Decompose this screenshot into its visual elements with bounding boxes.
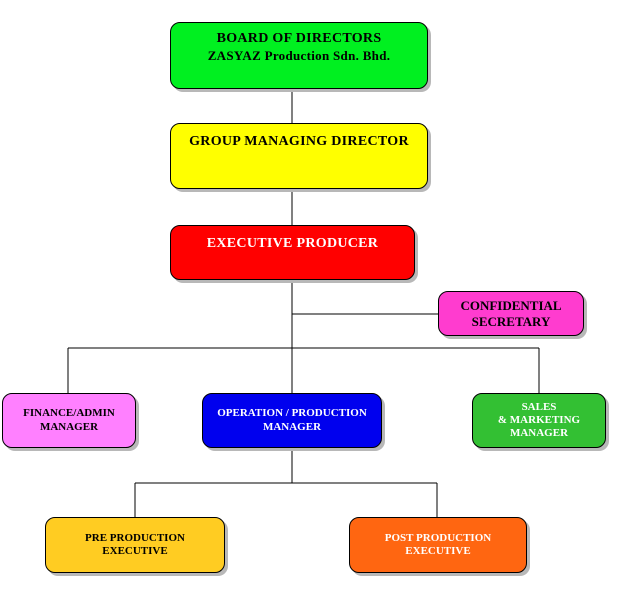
fin-line2: MANAGER <box>39 420 99 433</box>
op-line2: MANAGER <box>262 420 322 433</box>
board-title: BOARD OF DIRECTORS <box>216 31 382 46</box>
cs-line2: SECRETARY <box>471 313 551 329</box>
node-board-of-directors: BOARD OF DIRECTORS ZASYAZ Production Sdn… <box>170 22 428 89</box>
node-executive-producer: EXECUTIVE PRODUCER <box>170 225 415 280</box>
node-sales-marketing-manager: SALES & MARKETING MANAGER <box>472 393 606 448</box>
sales-line2: & MARKETING <box>497 413 581 426</box>
node-operation-production-manager: OPERATION / PRODUCTION MANAGER <box>202 393 382 448</box>
fin-line1: FINANCE/ADMIN <box>23 407 115 420</box>
sales-line1: SALES <box>521 400 557 413</box>
ep-label: EXECUTIVE PRODUCER <box>206 236 379 251</box>
node-finance-admin-manager: FINANCE/ADMIN MANAGER <box>2 393 136 448</box>
gmd-label: GROUP MANAGING DIRECTOR <box>189 134 409 149</box>
pre-line1: PRE PRODUCTION <box>85 531 185 544</box>
post-line1: POST PRODUCTION <box>384 531 492 544</box>
node-confidential-secretary: CONFIDENTIAL SECRETARY <box>438 291 584 336</box>
node-group-managing-director: GROUP MANAGING DIRECTOR <box>170 123 428 189</box>
cs-line1: CONFIDENTIAL <box>460 297 562 313</box>
board-company: ZASYAZ Production Sdn. Bhd. <box>207 47 391 63</box>
node-pre-production-executive: PRE PRODUCTION EXECUTIVE <box>45 517 225 573</box>
post-line2: EXECUTIVE <box>405 545 471 557</box>
pre-line2: EXECUTIVE <box>102 545 168 557</box>
op-line1: OPERATION / PRODUCTION <box>217 407 367 420</box>
node-post-production-executive: POST PRODUCTION EXECUTIVE <box>349 517 527 573</box>
sales-line3: MANAGER <box>509 427 569 440</box>
